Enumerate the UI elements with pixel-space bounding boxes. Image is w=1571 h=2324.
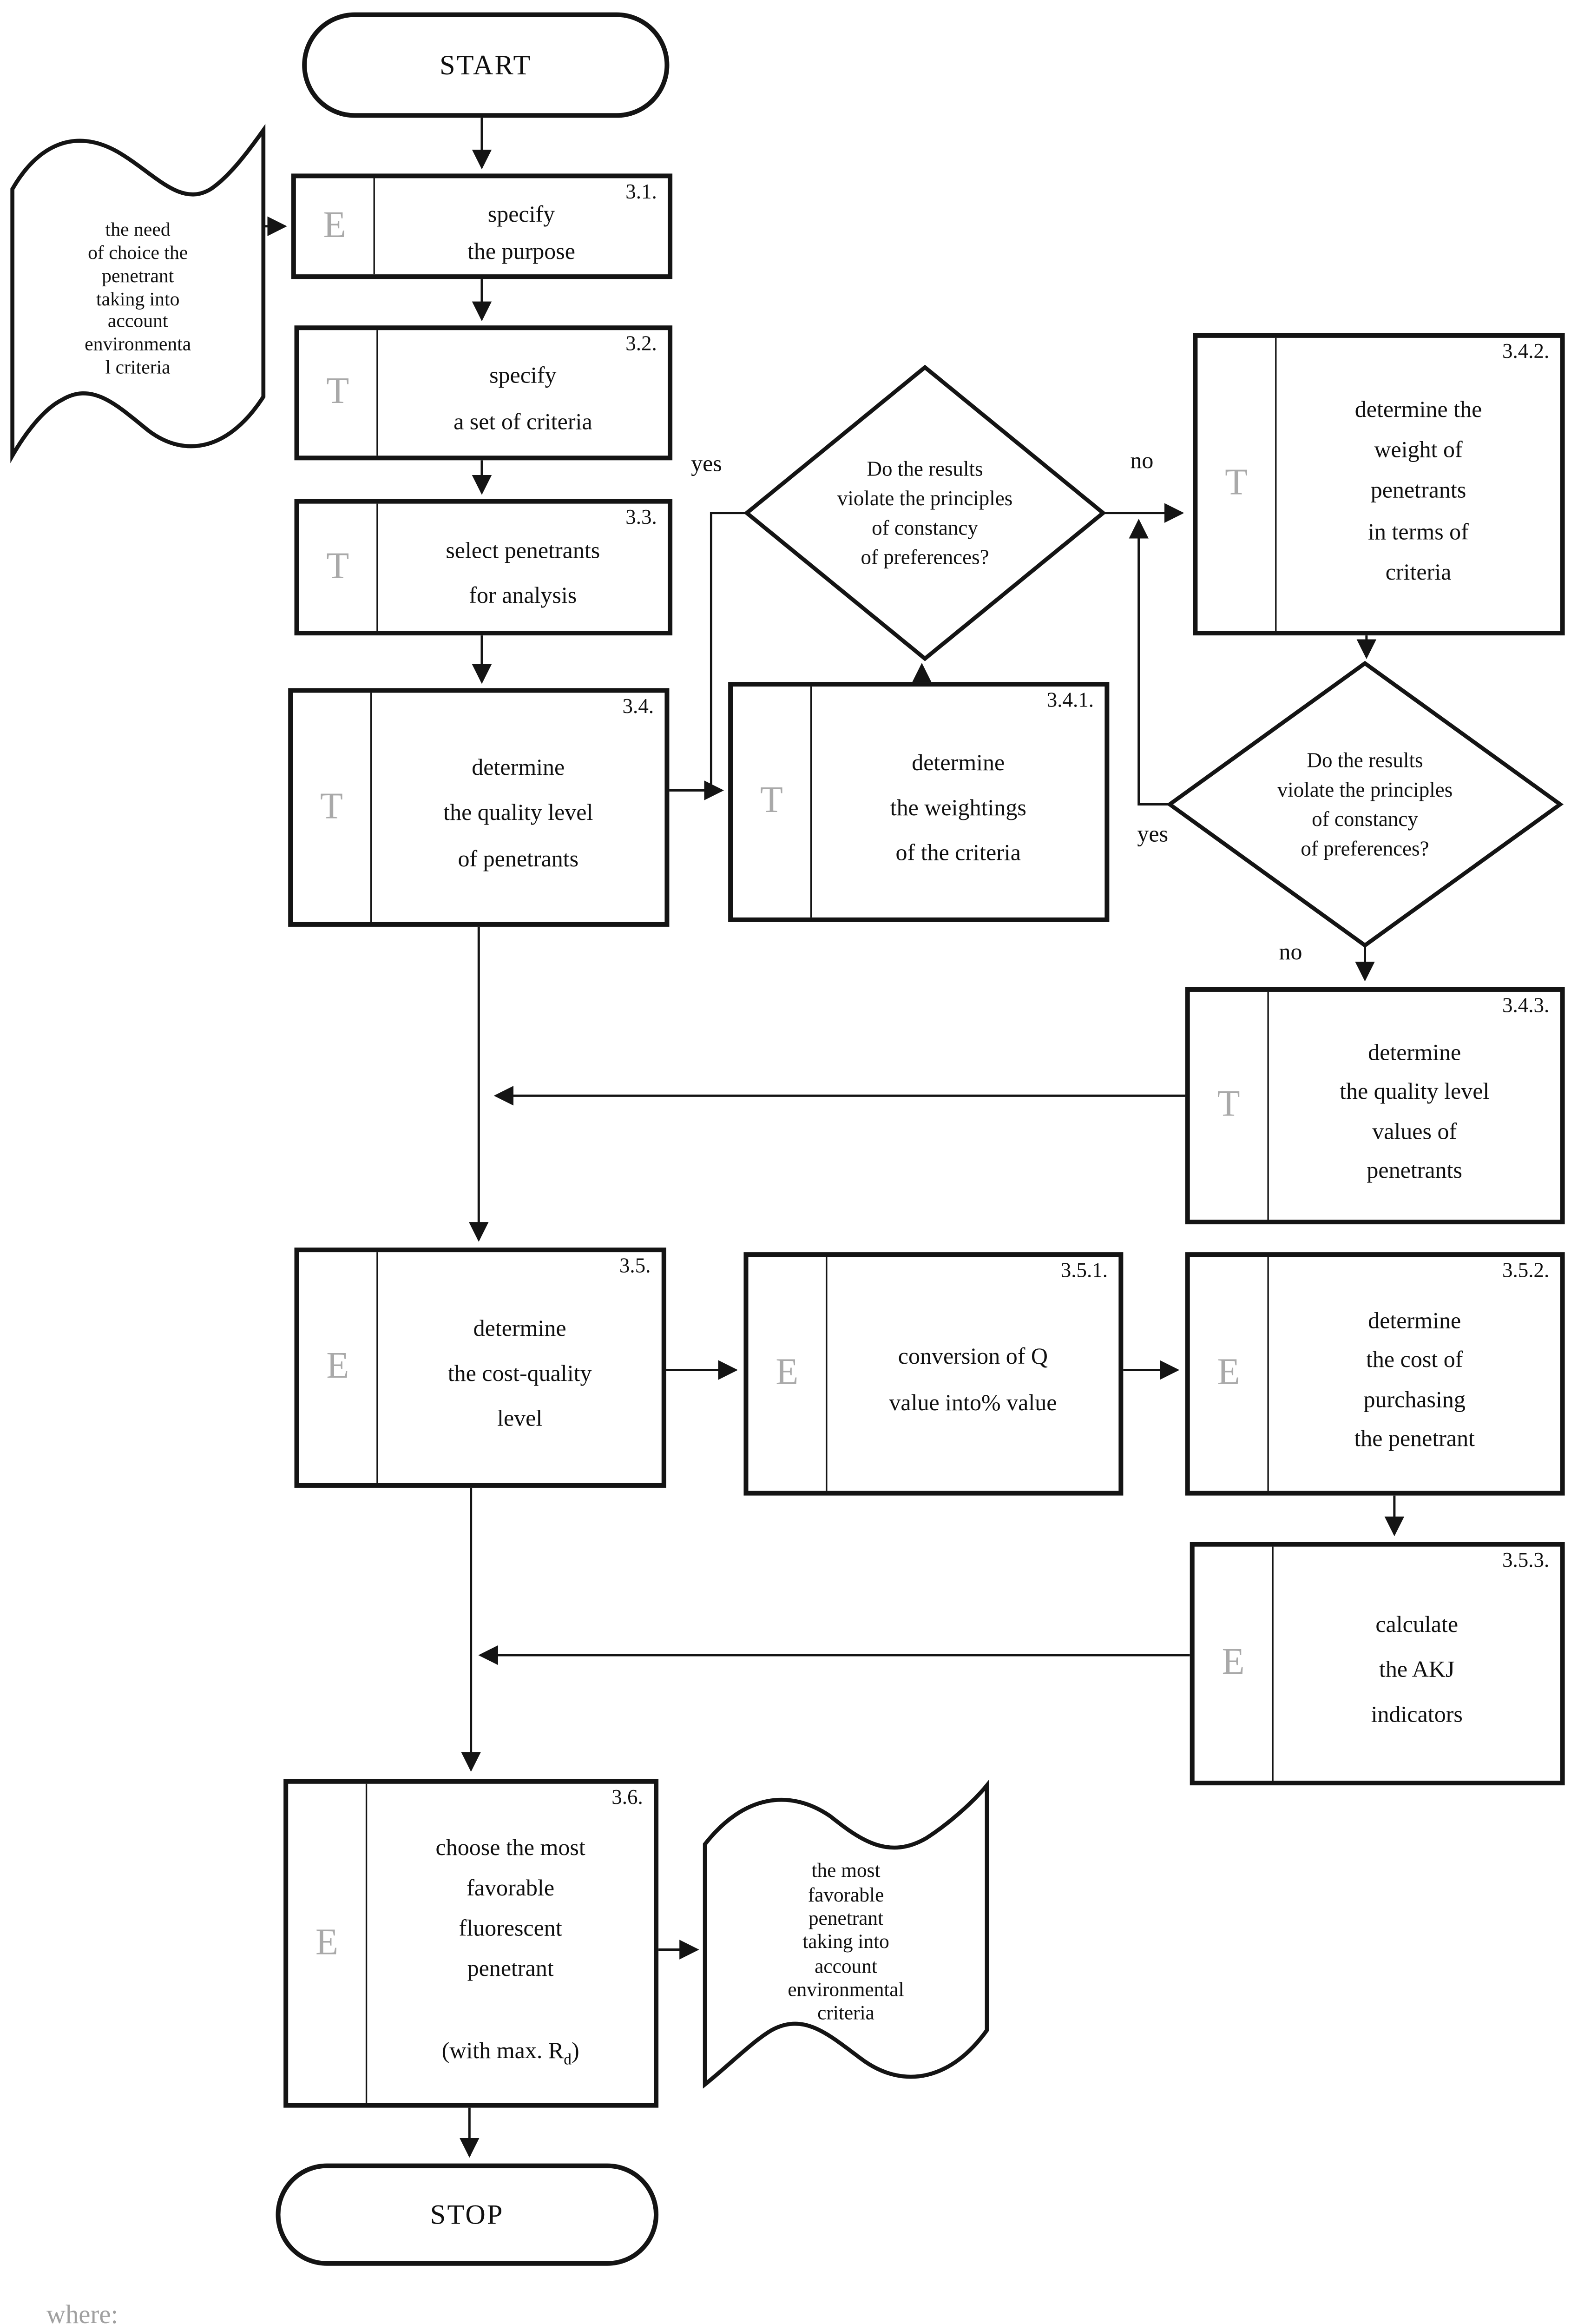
process-content: 3.4.2. determine the weight of penetrant… bbox=[1276, 338, 1560, 631]
process-box-3-1: E 3.1. specify the purpose bbox=[291, 173, 673, 279]
step-number: 3.5.2. bbox=[1502, 1258, 1550, 1282]
role-cell: E bbox=[288, 1783, 368, 2103]
role-cell: E bbox=[748, 1257, 828, 1491]
role-cell: T bbox=[1190, 991, 1269, 1220]
role-cell: E bbox=[1190, 1257, 1269, 1491]
input-scroll-shape bbox=[10, 124, 266, 463]
role-cell: E bbox=[296, 178, 375, 275]
process-content: 3.5.1. conversion of Q value into% value bbox=[828, 1257, 1119, 1491]
step-number: 3.5.1. bbox=[1060, 1258, 1108, 1282]
process-box-3-4-3: T 3.4.3. determine the quality level val… bbox=[1185, 987, 1565, 1225]
step-number: 3.5.3. bbox=[1502, 1548, 1550, 1571]
decision2-no-label: no bbox=[1279, 940, 1302, 966]
process-box-3-5: E 3.5. determine the cost-quality level bbox=[294, 1248, 666, 1488]
role-cell: T bbox=[1197, 337, 1277, 631]
stop-terminator: STOP bbox=[276, 2163, 659, 2266]
process-label: determine the weightings of the criteria bbox=[890, 751, 1026, 867]
decision1-no-label: no bbox=[1130, 449, 1154, 475]
process-content: 3.6. choose the most favorable fluoresce… bbox=[367, 1784, 654, 2103]
process-box-3-2: T 3.2. specify a set of criteria bbox=[294, 325, 673, 461]
process-label: choose the most favorable fluorescent pe… bbox=[435, 1835, 585, 1983]
process-label-subscript-line: (with max. Rd) bbox=[442, 1991, 579, 2074]
decision1-yes-label: yes bbox=[691, 452, 722, 477]
process-label: determine the quality level values of pe… bbox=[1340, 1040, 1490, 1184]
process-content: 3.1. specify the purpose bbox=[375, 178, 668, 274]
process-content: 3.5.2. determine the cost of purchasing … bbox=[1269, 1257, 1560, 1491]
process-label: determine the cost of purchasing the pen… bbox=[1354, 1308, 1475, 1452]
legend: where: T – team of experts E – expert (f… bbox=[46, 2300, 634, 2324]
step-number: 3.1. bbox=[625, 179, 657, 203]
process-content: 3.2. specify a set of criteria bbox=[378, 330, 668, 456]
step-number: 3.5. bbox=[619, 1254, 651, 1277]
process-box-3-5-3: E 3.5.3. calculate the AKJ indicators bbox=[1190, 1542, 1565, 1786]
process-box-3-4-1: T 3.4.1. determine the weightings of the… bbox=[728, 682, 1110, 922]
decision2-yes-label: yes bbox=[1137, 823, 1169, 848]
process-box-3-5-2: E 3.5.2. determine the cost of purchasin… bbox=[1185, 1252, 1565, 1496]
step-number: 3.6. bbox=[611, 1785, 643, 1809]
decision2-text: Do the results violate the principles of… bbox=[1277, 748, 1453, 861]
process-content: 3.4.1. determine the weightings of the c… bbox=[812, 687, 1104, 918]
process-content: 3.5. determine the cost-quality level bbox=[378, 1252, 662, 1483]
start-terminator: START bbox=[302, 12, 670, 118]
process-label: determine the cost-quality level bbox=[447, 1316, 592, 1433]
sub-pre: (with max. R bbox=[441, 2039, 564, 2064]
step-number: 3.4.2. bbox=[1502, 339, 1550, 363]
role-cell: T bbox=[293, 693, 372, 922]
role-cell: E bbox=[1195, 1546, 1274, 1781]
sub-post: ) bbox=[571, 2039, 579, 2064]
sub-char: d bbox=[564, 2052, 572, 2069]
process-content: 3.5.3. calculate the AKJ indicators bbox=[1274, 1547, 1560, 1781]
process-label: determine the weight of penetrants in te… bbox=[1354, 398, 1482, 586]
step-number: 3.4. bbox=[622, 694, 654, 718]
step-number: 3.3. bbox=[625, 505, 657, 528]
step-number: 3.4.3. bbox=[1502, 993, 1550, 1017]
arrow-decision2-yes-loop bbox=[1129, 519, 1170, 806]
process-box-3-5-1: E 3.5.1. conversion of Q value into% val… bbox=[743, 1252, 1124, 1496]
process-content: 3.4.3. determine the quality level value… bbox=[1269, 992, 1560, 1220]
legend-where: where: bbox=[46, 2300, 118, 2324]
output-scroll-text: the most favorable penetrant taking into… bbox=[788, 1858, 904, 2025]
process-label: calculate the AKJ indicators bbox=[1371, 1612, 1463, 1729]
process-label: specify a set of criteria bbox=[454, 364, 592, 435]
role-cell: T bbox=[299, 330, 378, 456]
step-number: 3.4.1. bbox=[1046, 688, 1094, 712]
process-box-3-6: E 3.6. choose the most favorable fluores… bbox=[283, 1779, 659, 2108]
role-cell: T bbox=[733, 687, 812, 918]
role-cell: E bbox=[299, 1252, 378, 1483]
output-scroll-shape bbox=[703, 1779, 989, 2089]
input-scroll-text: the need of choice the penetrant taking … bbox=[85, 219, 191, 378]
process-content: 3.3. select penetrants for analysis bbox=[378, 504, 668, 631]
decision1-text: Do the results violate the principles of… bbox=[837, 456, 1013, 569]
process-box-3-4: T 3.4. determine the quality level of pe… bbox=[288, 688, 670, 927]
process-label: conversion of Q value into% value bbox=[889, 1346, 1057, 1416]
process-label: select penetrants for analysis bbox=[446, 539, 600, 609]
role-cell: T bbox=[299, 503, 378, 631]
process-box-3-3: T 3.3. select penetrants for analysis bbox=[294, 499, 673, 636]
process-content: 3.4. determine the quality level of pene… bbox=[372, 693, 664, 922]
decision1-diamond bbox=[743, 364, 1106, 661]
stop-label: STOP bbox=[430, 2198, 504, 2230]
line-decision1-yes-loop bbox=[710, 512, 747, 789]
start-label: START bbox=[440, 49, 532, 80]
step-number: 3.2. bbox=[625, 331, 657, 355]
process-label: determine the quality level of penetrant… bbox=[443, 756, 593, 872]
decision2-diamond bbox=[1166, 660, 1564, 948]
process-label: specify the purpose bbox=[467, 203, 575, 265]
process-box-3-4-2: T 3.4.2. determine the weight of penetra… bbox=[1193, 333, 1565, 636]
